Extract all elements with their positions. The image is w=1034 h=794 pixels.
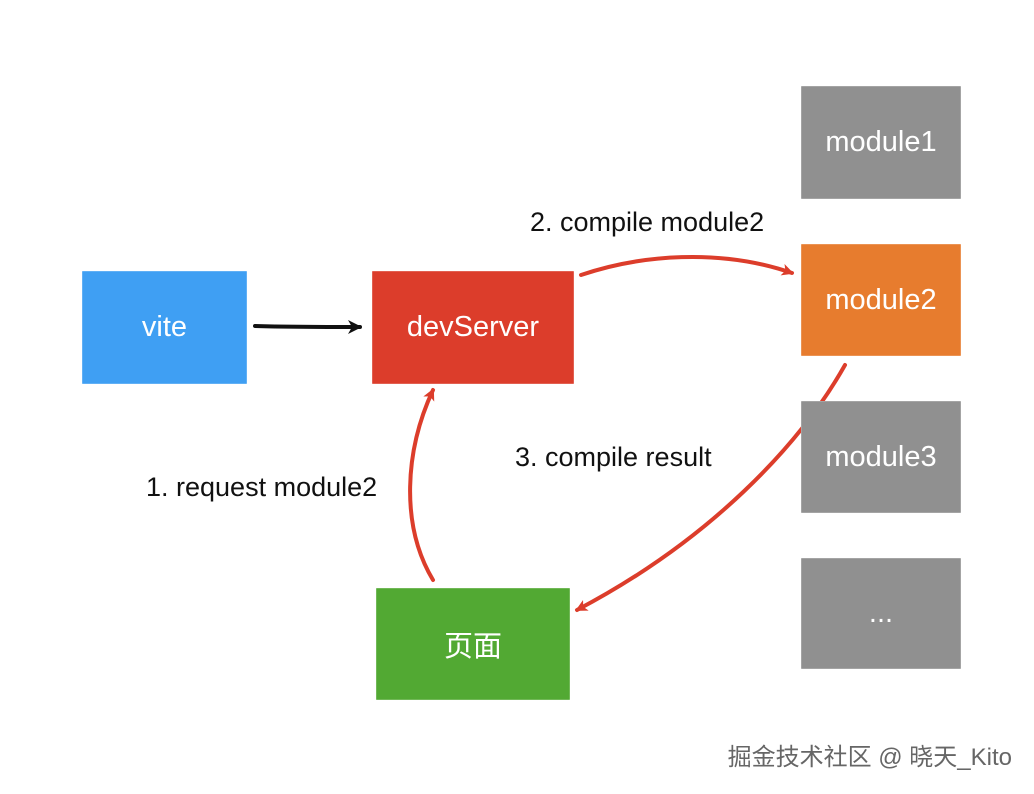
watermark: 掘金技术社区 @ 晓天_Kito — [727, 744, 1012, 771]
edge-compile-module2 — [579, 254, 794, 277]
node-devserver: devServer — [372, 271, 574, 384]
node-module3-label: module3 — [825, 440, 937, 473]
node-module-more: ... — [801, 558, 961, 669]
node-module-more-label: ... — [868, 597, 894, 629]
node-vite: vite — [82, 271, 247, 384]
node-devserver-label: devServer — [406, 311, 540, 343]
node-page-label: 页面 — [443, 631, 502, 663]
edge-vite-to-devserver — [253, 319, 362, 334]
node-module1-label: module1 — [825, 126, 937, 158]
edge-request-module2 — [408, 388, 435, 582]
edge-label-compile-result: 3. compile result — [515, 442, 712, 472]
node-vite-label: vite — [141, 311, 188, 343]
node-module3: module3 — [801, 401, 961, 513]
node-module2-label: module2 — [825, 283, 937, 316]
node-page: 页面 — [376, 588, 570, 700]
node-module2: module2 — [801, 244, 961, 356]
node-module1: module1 — [801, 86, 961, 199]
edge-label-request-module2: 1. request module2 — [146, 472, 378, 502]
edge-compile-result — [575, 363, 847, 612]
edge-label-compile-module2: 2. compile module2 — [530, 207, 765, 237]
